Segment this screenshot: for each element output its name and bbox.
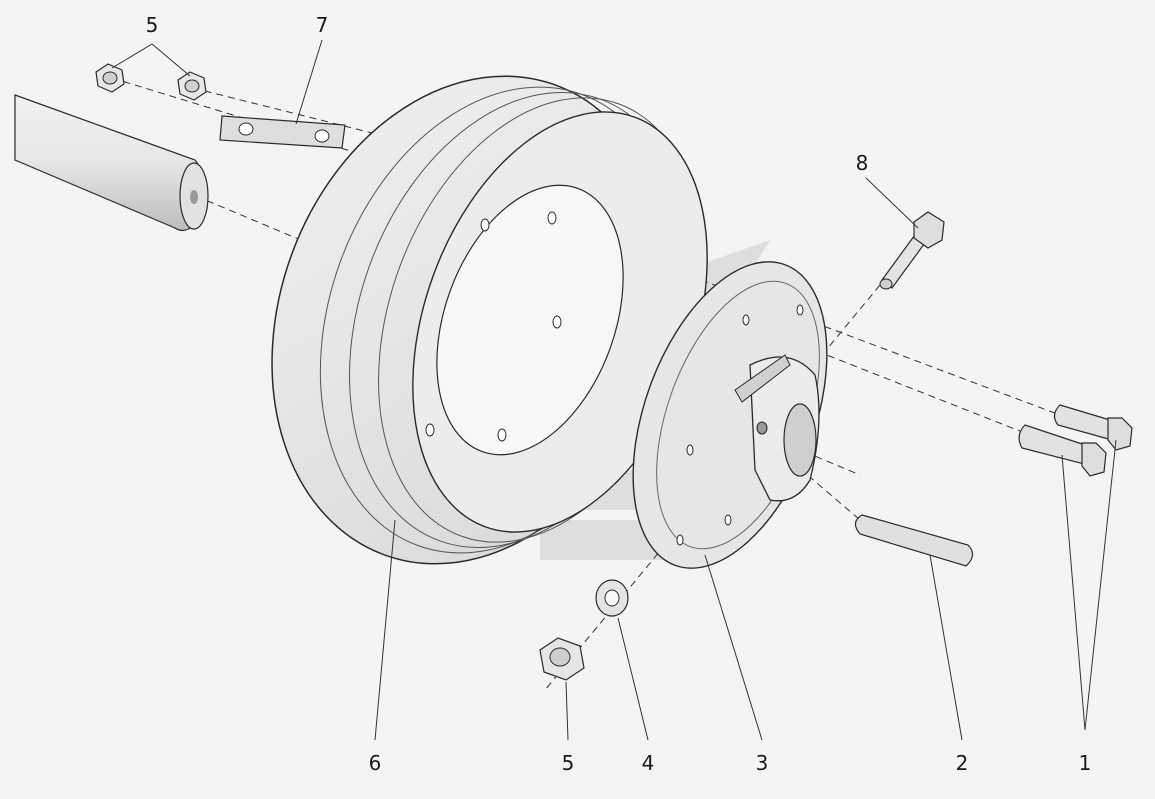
shaft <box>14 94 209 232</box>
hex-nut-top-right <box>177 71 207 101</box>
callout-3: 3 <box>756 751 769 775</box>
grooved-pulley <box>271 75 708 565</box>
bolt-pair-1 <box>1018 404 1133 477</box>
hex-nut-top-left <box>95 63 125 93</box>
washer <box>595 579 629 617</box>
bolt-8 <box>879 211 945 290</box>
locking-plate <box>219 115 346 149</box>
callout-labels: 5 7 8 6 5 4 3 2 1 <box>146 13 1092 775</box>
callout-4: 4 <box>642 751 655 775</box>
callout-7: 7 <box>316 13 329 37</box>
leader-lines <box>111 39 1117 741</box>
key-pin <box>854 514 974 567</box>
callout-6: 6 <box>369 751 382 775</box>
callout-5-top: 5 <box>146 13 159 37</box>
hex-nut-bottom <box>539 637 585 681</box>
callout-1: 1 <box>1079 751 1092 775</box>
callout-8: 8 <box>856 151 869 175</box>
hub-flange <box>632 261 828 569</box>
callout-5-bottom: 5 <box>562 751 575 775</box>
callout-2: 2 <box>956 751 969 775</box>
